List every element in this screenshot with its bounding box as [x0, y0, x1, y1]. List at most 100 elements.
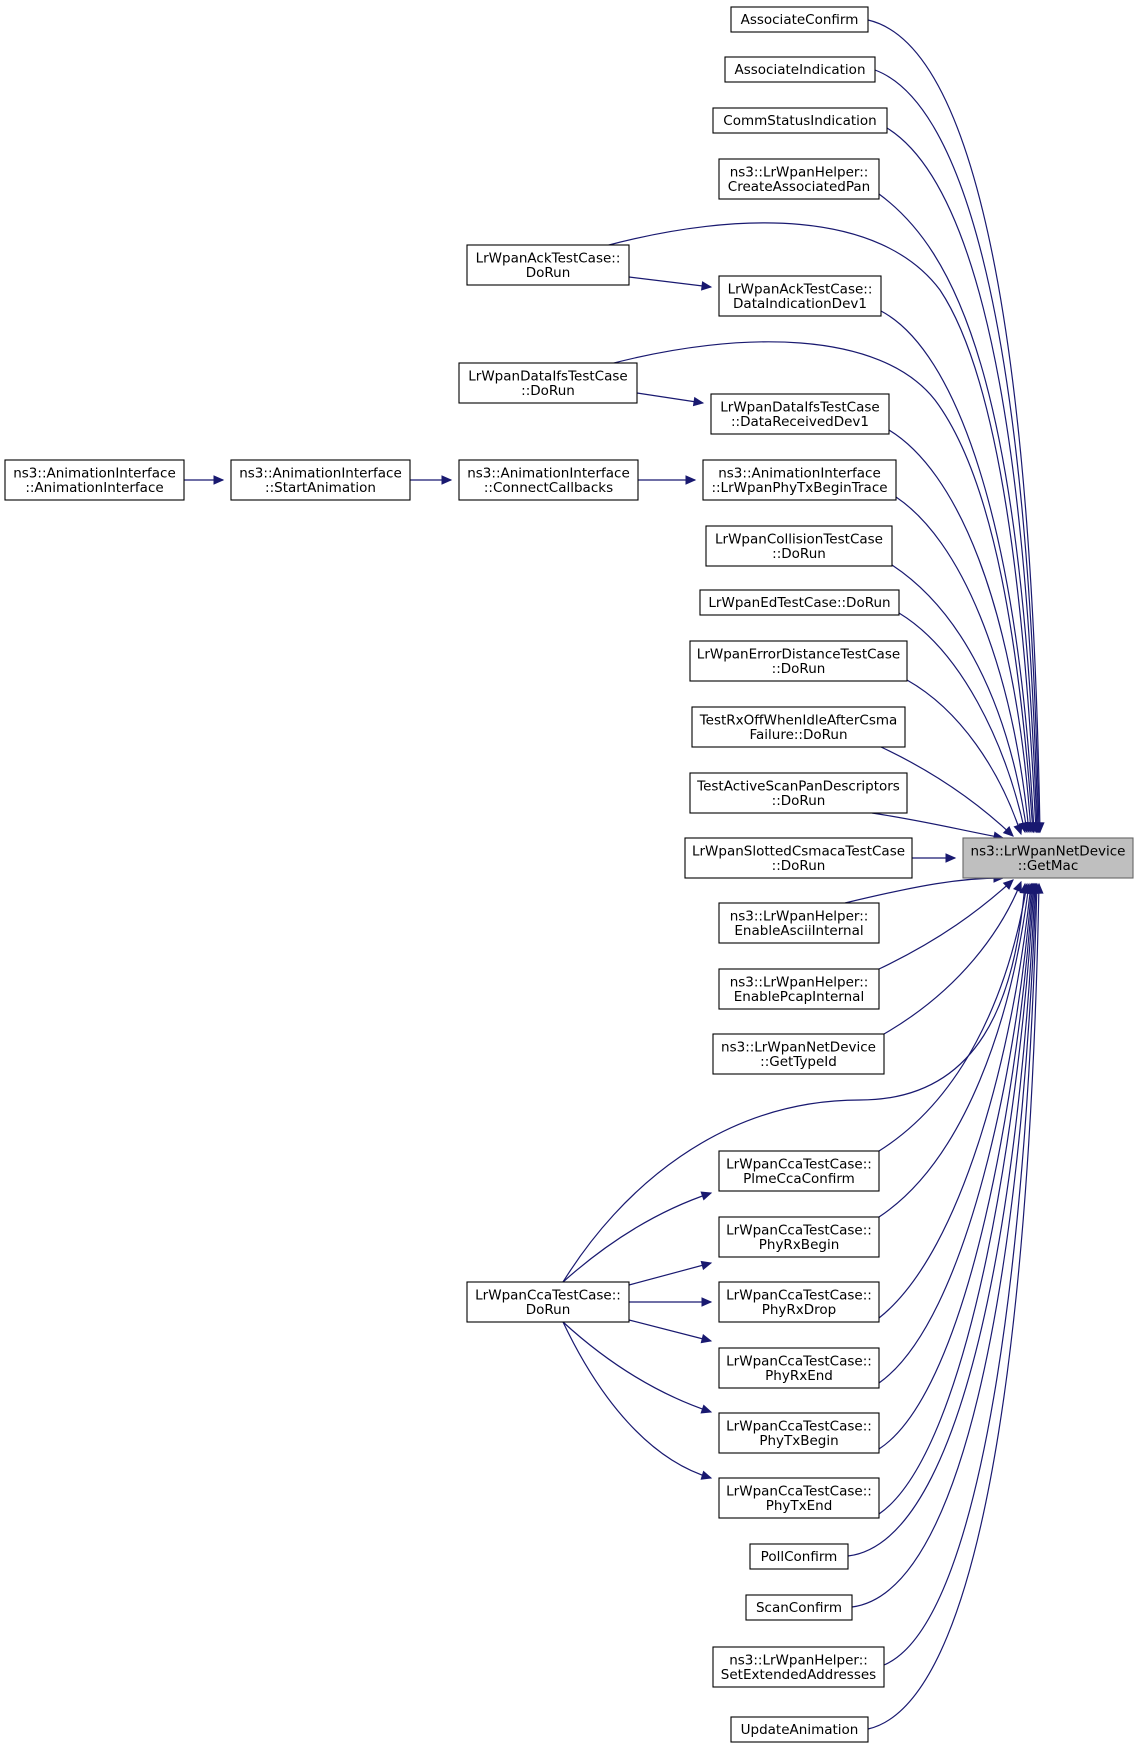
- edge-line: [895, 496, 1030, 833]
- node-edTest[interactable]: LrWpanEdTestCase::DoRun: [699, 589, 900, 616]
- arrowhead: [1002, 826, 1014, 837]
- node-label: LrWpanDataIfsTestCase: [468, 368, 627, 384]
- node-label: LrWpanCcaTestCase::: [726, 1418, 872, 1434]
- arrowhead: [213, 475, 225, 485]
- node-label: EnableAsciiInternal: [734, 923, 863, 939]
- node-ccaRxBegin[interactable]: LrWpanCcaTestCase::PhyRxBegin: [718, 1216, 880, 1258]
- node-assocIndication[interactable]: AssociateIndication: [724, 56, 876, 83]
- node-label: TestRxOffWhenIdleAfterCsma: [699, 712, 898, 728]
- node-box: [718, 1477, 880, 1519]
- node-slotted[interactable]: LrWpanSlottedCsmacaTestCase::DoRun: [684, 837, 913, 879]
- node-label: ::AnimationInterface: [25, 480, 163, 496]
- node-label: LrWpanCollisionTestCase: [715, 531, 883, 547]
- node-pollConfirm[interactable]: PollConfirm: [749, 1543, 849, 1570]
- node-box: [718, 1150, 880, 1192]
- node-ccaRxDrop[interactable]: LrWpanCcaTestCase::PhyRxDrop: [718, 1281, 880, 1323]
- arrowhead: [700, 1404, 713, 1414]
- arrowhead: [700, 1334, 713, 1344]
- node-label: PhyRxDrop: [762, 1302, 837, 1318]
- root-node-getmac[interactable]: ns3::LrWpanNetDevice::GetMac: [962, 837, 1134, 879]
- node-errorDist[interactable]: LrWpanErrorDistanceTestCase::DoRun: [689, 640, 908, 682]
- node-label: PhyRxBegin: [759, 1237, 840, 1253]
- edge-errorDist-to-getmac: [906, 679, 1023, 836]
- node-label: LrWpanDataIfsTestCase: [720, 399, 879, 415]
- node-createAssocPan[interactable]: ns3::LrWpanHelper::CreateAssociatedPan: [718, 158, 880, 200]
- node-label: Failure::DoRun: [749, 727, 847, 743]
- edge-line: [562, 1321, 712, 1413]
- edge-line: [878, 883, 1030, 1218]
- node-label: ::GetTypeId: [760, 1054, 837, 1070]
- node-box: [710, 393, 890, 435]
- node-setExtAddr[interactable]: ns3::LrWpanHelper::SetExtendedAddresses: [712, 1646, 885, 1688]
- node-collision[interactable]: LrWpanCollisionTestCase::DoRun: [705, 525, 893, 567]
- node-animConnect[interactable]: ns3::AnimationInterface::ConnectCallback…: [458, 459, 639, 501]
- node-getTypeId[interactable]: ns3::LrWpanNetDevice::GetTypeId: [712, 1033, 885, 1075]
- arrowhead: [1013, 823, 1023, 836]
- edge-line: [880, 746, 1014, 837]
- edge-line: [562, 1321, 712, 1479]
- node-label: ::DoRun: [521, 383, 575, 399]
- edge-line: [604, 222, 1037, 833]
- edge-line: [562, 883, 1026, 1283]
- node-enablePcap[interactable]: ns3::LrWpanHelper::EnablePcapInternal: [718, 968, 880, 1010]
- node-label: LrWpanEdTestCase::DoRun: [708, 595, 890, 611]
- node-commStatus[interactable]: CommStatusIndication: [712, 107, 888, 134]
- edge-ifsDoRun-to-ifsDataRecv: [636, 392, 705, 407]
- edge-line: [847, 883, 1036, 1557]
- node-label: LrWpanCcaTestCase::: [726, 1156, 872, 1172]
- node-animPhyTx[interactable]: ns3::AnimationInterface::LrWpanPhyTxBegi…: [702, 459, 897, 501]
- node-enableAscii[interactable]: ns3::LrWpanHelper::EnableAsciiInternal: [718, 902, 880, 944]
- edge-ccaDoRun-to-ccaTxBegin: [562, 1321, 713, 1414]
- node-ackDataInd[interactable]: LrWpanAckTestCase::DataIndicationDev1: [718, 275, 882, 317]
- arrowhead: [1013, 880, 1022, 893]
- node-label: LrWpanCcaTestCase::: [726, 1483, 872, 1499]
- edge-line: [871, 812, 1004, 839]
- node-scanConfirm[interactable]: ScanConfirm: [745, 1594, 853, 1621]
- node-label: ns3::AnimationInterface: [718, 465, 881, 481]
- edge-line: [898, 612, 1026, 833]
- node-ccaTxBegin[interactable]: LrWpanCcaTestCase::PhyTxBegin: [718, 1412, 880, 1454]
- node-label: CommStatusIndication: [723, 113, 876, 129]
- arrowhead: [700, 1260, 713, 1271]
- node-label: ns3::LrWpanHelper::: [730, 974, 869, 990]
- node-label: TestActiveScanPanDescriptors: [696, 778, 900, 794]
- node-ccaTxEnd[interactable]: LrWpanCcaTestCase::PhyTxEnd: [718, 1477, 880, 1519]
- node-ccaRxEnd[interactable]: LrWpanCcaTestCase::PhyRxEnd: [718, 1347, 880, 1389]
- node-label: PhyTxEnd: [766, 1498, 833, 1514]
- node-label: ::DoRun: [772, 661, 826, 677]
- edge-line: [628, 1262, 712, 1286]
- node-label: ns3::LrWpanNetDevice: [971, 843, 1126, 859]
- edge-line: [878, 193, 1038, 833]
- node-ifsDoRun[interactable]: LrWpanDataIfsTestCase::DoRun: [458, 362, 638, 404]
- node-box: [724, 56, 876, 83]
- node-updateAnim[interactable]: UpdateAnimation: [730, 1716, 869, 1743]
- edge-line: [878, 883, 1034, 1450]
- node-box: [4, 459, 185, 501]
- edge-line: [628, 1319, 712, 1342]
- node-box: [718, 1347, 880, 1389]
- node-label: ::StartAnimation: [265, 480, 376, 496]
- node-assocConfirm[interactable]: AssociateConfirm: [730, 6, 869, 33]
- edge-line: [891, 564, 1028, 833]
- node-label: ::ConnectCallbacks: [484, 480, 613, 496]
- node-box: [718, 1281, 880, 1323]
- node-animCtor[interactable]: ns3::AnimationInterface::AnimationInterf…: [4, 459, 185, 501]
- node-label: PlmeCcaConfirm: [743, 1171, 855, 1187]
- edge-activeScan-to-getmac: [871, 812, 1005, 841]
- node-box: [458, 459, 639, 501]
- node-label: PhyRxEnd: [765, 1368, 833, 1384]
- node-ccaPlme[interactable]: LrWpanCcaTestCase::PlmeCcaConfirm: [718, 1150, 880, 1192]
- node-animStart[interactable]: ns3::AnimationInterface::StartAnimation: [230, 459, 411, 501]
- node-label: LrWpanCcaTestCase::: [726, 1353, 872, 1369]
- node-ackDoRun[interactable]: LrWpanAckTestCase::DoRun: [466, 244, 630, 286]
- node-label: DoRun: [526, 1302, 571, 1318]
- node-ccaDoRun[interactable]: LrWpanCcaTestCase::DoRun: [466, 1281, 630, 1323]
- edge-line: [878, 883, 1028, 1152]
- node-label: CreateAssociatedPan: [728, 179, 870, 195]
- node-box: [712, 107, 888, 134]
- node-ifsDataRecv[interactable]: LrWpanDataIfsTestCase::DataReceivedDev1: [710, 393, 890, 435]
- node-activeScan[interactable]: TestActiveScanPanDescriptors::DoRun: [689, 772, 908, 814]
- edge-enablePcap-to-getmac: [878, 879, 1014, 970]
